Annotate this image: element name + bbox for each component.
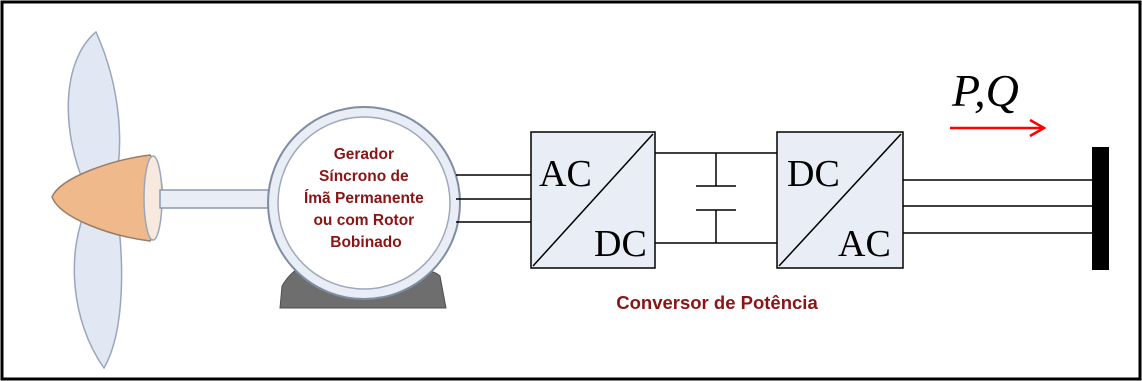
inverter-diagonal [778, 133, 902, 267]
propeller-blade-bottom [73, 204, 123, 370]
inverter-bottom-label: AC [838, 223, 891, 265]
power-flow-label: P,Q [951, 65, 1019, 116]
generator-label-line-1: Gerador [334, 146, 394, 163]
generator-label-line-5: Bobinado [330, 234, 401, 251]
phase-lines-generator [456, 174, 531, 223]
rectifier-diagonal [532, 133, 654, 267]
generator-label-line-4: ou com Rotor [313, 212, 414, 229]
generator-inner [277, 116, 451, 290]
rectifier-bottom-label: DC [594, 223, 647, 265]
propeller-icon [51, 30, 164, 370]
generator-label-line-2: Síncrono de [319, 168, 409, 185]
rectifier-top-label: AC [539, 153, 592, 195]
power-flow-arrow-head [1029, 118, 1047, 138]
generator-icon [267, 106, 461, 300]
busbar-icon [1092, 147, 1109, 270]
generator-label: Gerador Síncrono de Ímã Permanente ou co… [304, 146, 428, 251]
generator-label-line-3: Ímã Permanente [304, 190, 424, 207]
arrow-right-icon [950, 118, 1047, 138]
phase-lines-grid [903, 179, 1092, 234]
rectifier-block: AC DC [530, 131, 656, 269]
converter-caption: Conversor de Potência [616, 292, 818, 313]
drive-shaft [159, 189, 283, 209]
inverter-top-label: DC [787, 153, 840, 195]
inverter-block: DC AC [776, 131, 904, 269]
capacitor-icon [696, 153, 736, 243]
